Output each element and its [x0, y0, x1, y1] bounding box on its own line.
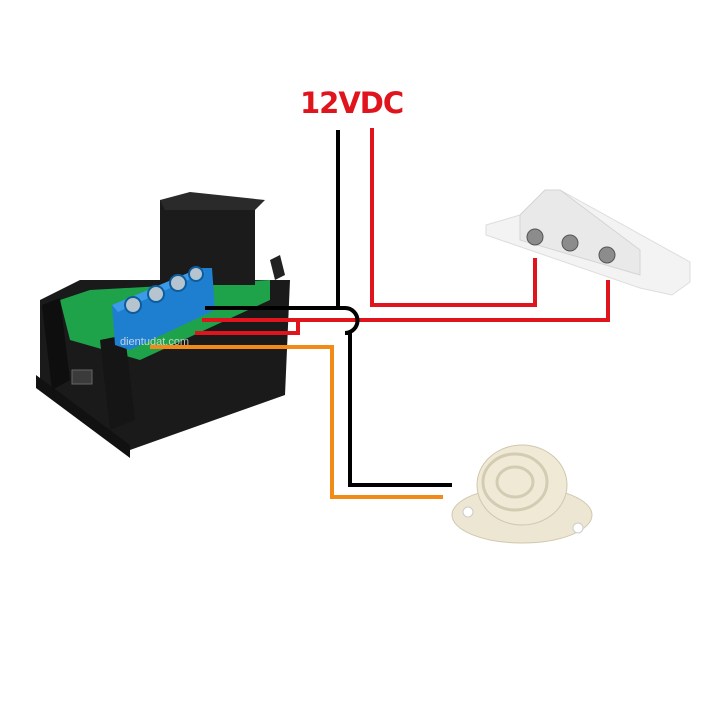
supply-label-12vdc: 12VDC — [300, 86, 404, 120]
wire-red-relay-to-switch — [202, 280, 610, 322]
relay-module: dientudat.com — [36, 192, 290, 458]
wire-orange-relay-to-buzzer — [150, 345, 443, 499]
wire-red-supply-to-switch — [370, 128, 537, 307]
terminal-block — [112, 266, 215, 350]
door-switch — [485, 189, 691, 296]
wire-red-relay-bridge — [195, 320, 300, 335]
wire-black-relay-to-buzzer — [205, 306, 452, 487]
buzzer — [451, 444, 593, 544]
